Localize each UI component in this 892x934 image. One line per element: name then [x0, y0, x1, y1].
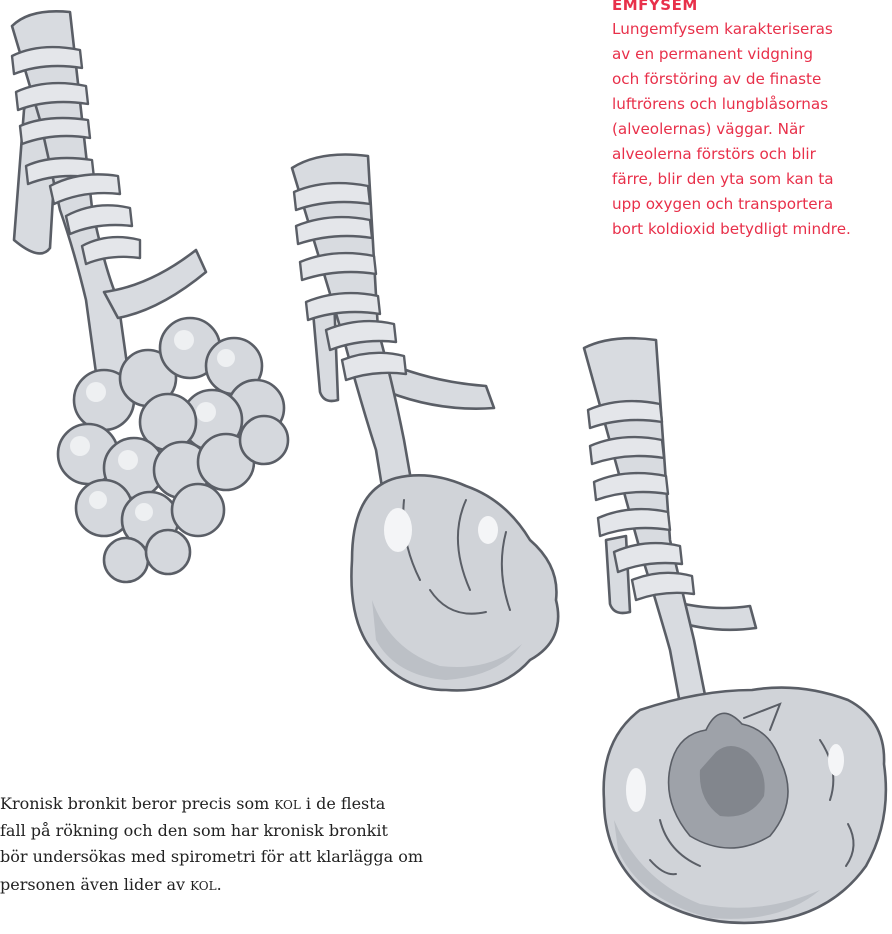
- description-line: upp oxygen och transportera: [612, 192, 892, 217]
- caption-text: personen även lider av: [0, 875, 190, 894]
- description-line: (alveolernas) väggar. När: [612, 117, 892, 142]
- description-line: alveolerna förstörs och blir: [612, 142, 892, 167]
- caption-text: .: [217, 875, 222, 894]
- kol-abbreviation: KOL: [274, 793, 300, 813]
- caption-line-2: fall på rökning och den som har kronisk …: [0, 818, 560, 845]
- bronchitis-caption: Kronisk bronkit beror precis som KOL i d…: [0, 790, 560, 898]
- emphysema-heading: EMFYSEM: [612, 0, 892, 15]
- enlarged-alveoli-illustration: [292, 155, 558, 691]
- caption-text: i de flesta: [301, 794, 385, 813]
- description-line: och förstöring av de finaste: [612, 67, 892, 92]
- emphysema-info: EMFYSEM Lungemfysem karakteriseras av en…: [612, 0, 892, 242]
- ruptured-alveoli-illustration: [584, 338, 886, 923]
- caption-line-3: bör undersökas med spirometri för att kl…: [0, 844, 560, 871]
- caption-line-4: personen även lider av KOL.: [0, 871, 560, 899]
- description-line: av en permanent vidgning: [612, 42, 892, 67]
- healthy-alveoli-illustration: [12, 11, 288, 582]
- description-line: bort koldioxid betydligt mindre.: [612, 217, 892, 242]
- description-line: Lungemfysem karakteriseras: [612, 17, 892, 42]
- caption-line-1: Kronisk bronkit beror precis som KOL i d…: [0, 790, 560, 818]
- description-line: luftrörens och lungblåsornas: [612, 92, 892, 117]
- caption-text: Kronisk bronkit beror precis som: [0, 794, 274, 813]
- emphysema-description: Lungemfysem karakteriseras av en permane…: [612, 17, 892, 242]
- description-line: färre, blir den yta som kan ta: [612, 167, 892, 192]
- kol-abbreviation: KOL: [190, 874, 216, 894]
